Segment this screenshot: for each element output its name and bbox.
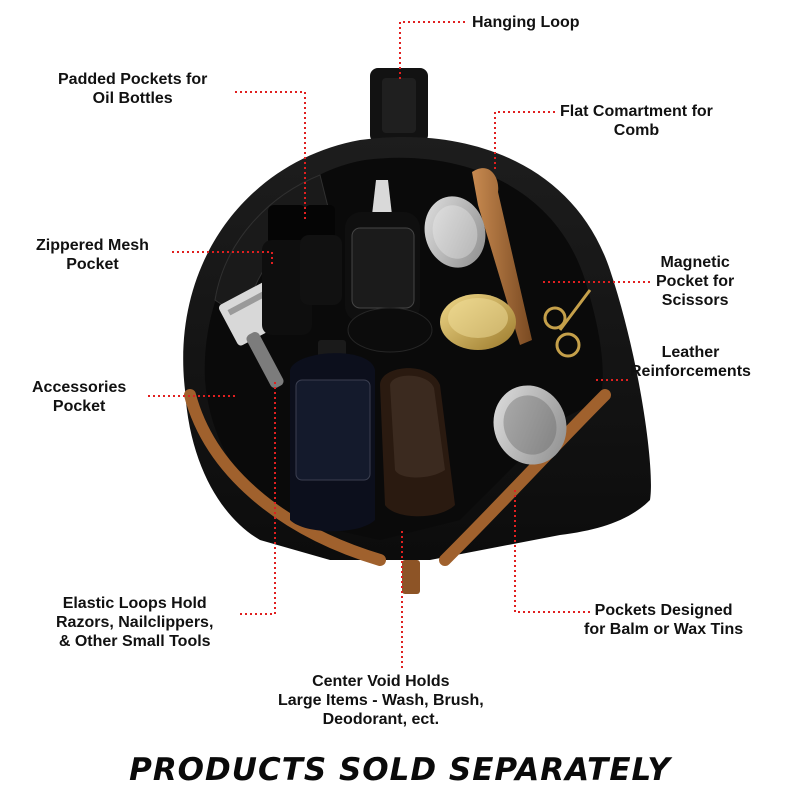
callout-elastic-loops: Elastic Loops Hold Razors, Nailclippers,…: [56, 594, 213, 651]
callout-padded-pockets-line1: Padded Pockets for: [58, 71, 208, 88]
callout-elastic-loops-line2: Razors, Nailclippers,: [56, 614, 214, 631]
callout-padded-pockets: Padded Pockets for Oil Bottles: [58, 70, 207, 108]
callout-center-void-line2: Large Items - Wash, Brush,: [278, 692, 484, 709]
leader-lines: [148, 21, 650, 668]
leader-pockets-designed: [514, 490, 590, 613]
callout-magnetic-pocket: Magnetic Pocket for Scissors: [656, 253, 734, 310]
hanging-loop-strap: [370, 68, 428, 143]
callout-pockets-designed-line1: Pockets Designed: [594, 602, 733, 619]
callout-flat-compartment-line2: Comb: [613, 122, 660, 139]
callout-pockets-designed: Pockets Designed for Balm or Wax Tins: [584, 601, 743, 639]
leather-trim-left: [184, 389, 386, 566]
gold-tin: [440, 294, 516, 350]
callout-leather-line1: Leather: [661, 344, 720, 361]
callout-magnetic-pocket-line1: Magnetic: [660, 254, 730, 271]
leader-zippered-mesh: [172, 251, 273, 265]
leader-padded-pockets: [235, 91, 306, 220]
beard-brush: [380, 368, 455, 517]
products-sold-separately-banner: PRODUCTS SOLD SEPARATELY: [129, 752, 671, 788]
scissors: [543, 289, 592, 358]
callout-accessories-line1: Accessories: [32, 379, 127, 396]
callout-leather-reinforcements: Leather Reinforcements: [630, 343, 751, 381]
callout-hanging-loop: Hanging Loop: [472, 13, 580, 32]
callout-magnetic-pocket-line3: Scissors: [661, 292, 729, 309]
callout-pockets-designed-line2: for Balm or Wax Tins: [584, 621, 744, 638]
wash-bottle: [290, 340, 375, 532]
callout-elastic-loops-line3: & Other Small Tools: [58, 633, 211, 650]
wooden-comb: [472, 168, 532, 345]
callout-accessories-pocket: Accessories Pocket: [32, 378, 126, 416]
callout-leather-line2: Reinforcements: [630, 363, 751, 380]
callout-center-void-line3: Deodorant, ect.: [322, 711, 440, 728]
callout-magnetic-pocket-line2: Pocket for: [656, 273, 735, 290]
deodorant-bottle: [345, 180, 433, 353]
callout-accessories-line2: Pocket: [52, 398, 106, 415]
callout-elastic-loops-line1: Elastic Loops Hold: [62, 595, 207, 612]
silver-tin-top: [424, 196, 486, 268]
callout-center-void-line1: Center Void Holds: [312, 673, 450, 690]
silver-tin-bottom: [493, 385, 567, 465]
callout-zippered-mesh-line1: Zippered Mesh: [36, 237, 149, 254]
callout-hanging-loop-label: Hanging Loop: [472, 14, 580, 31]
dropper-bottles: [262, 205, 342, 335]
callout-padded-pockets-line2: Oil Bottles: [92, 90, 173, 107]
callout-flat-compartment: Flat Comartment for Comb: [560, 102, 713, 140]
leather-trim-right: [439, 389, 611, 566]
leader-elastic-loops: [240, 382, 276, 615]
leader-flat-compartment: [494, 111, 555, 170]
callout-center-void: Center Void Holds Large Items - Wash, Br…: [278, 672, 484, 729]
callout-zippered-mesh-line2: Pocket: [66, 256, 119, 273]
callout-zippered-mesh: Zippered Mesh Pocket: [36, 236, 149, 274]
callout-flat-compartment-line1: Flat Comartment for: [560, 103, 713, 120]
leader-hanging-loop: [399, 21, 465, 80]
zipper-pull-tab: [402, 560, 420, 594]
